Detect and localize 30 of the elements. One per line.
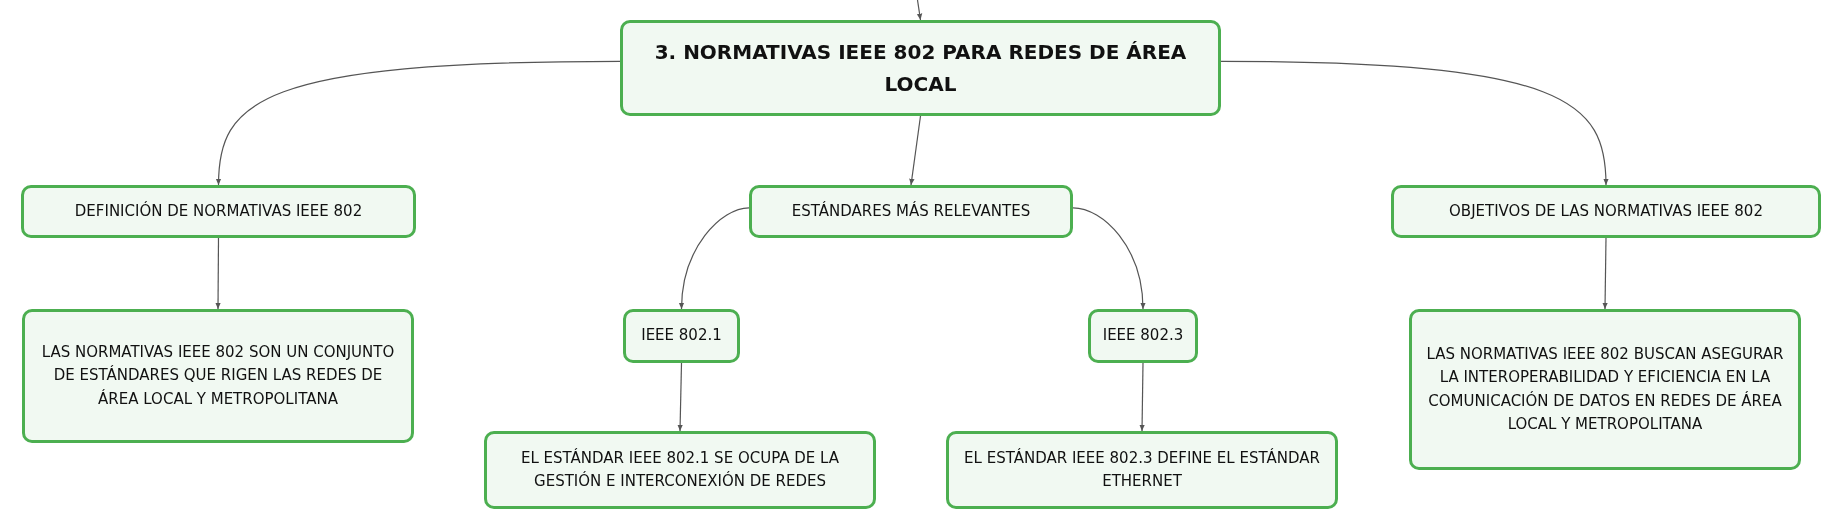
subtopic-box xyxy=(1391,185,1821,238)
connector-arrow xyxy=(1139,362,1145,432)
subtopic-box xyxy=(22,309,414,443)
connector-arrow xyxy=(1072,207,1146,310)
node-text: IEEE 802.1 xyxy=(641,325,722,347)
connector-arrow xyxy=(1602,237,1608,310)
subtopic-box xyxy=(623,309,740,363)
subtopic-box xyxy=(1088,309,1198,363)
node-text: IEEE 802.3 xyxy=(1102,325,1184,347)
connector-arrow xyxy=(916,0,923,21)
node-text: EL ESTÁNDAR IEEE 802.3 DEFINE EL ESTÁNDAR ETHERNET xyxy=(963,447,1321,492)
node-text: LAS NORMATIVAS IEEE 802 BUSCAN ASEGURAR LA INTEROPERABILIDAD Y EFICIENCIA EN LA COMUNICACIÓN DE DATOS EN REDES DE ÁREA LOCAL Y METROPOLITANA xyxy=(1425,344,1785,435)
node-text: EL ESTÁNDAR IEEE 802.1 SE OCUPA DE LA GESTIÓN E INTERCONEXIÓN DE REDES xyxy=(519,447,841,492)
subtopic-box xyxy=(484,431,876,509)
node-text: 3. NORMATIVAS IEEE 802 PARA REDES DE ÁREA LOCAL xyxy=(653,39,1188,98)
subtopic-box xyxy=(1409,309,1801,470)
connector-arrow xyxy=(909,115,922,186)
connector-arrow xyxy=(216,60,621,186)
subtopic-box xyxy=(21,185,416,238)
topic-box xyxy=(620,20,1221,116)
node-text: LAS NORMATIVAS IEEE 802 SON UN CONJUNTO DE ESTÁNDARES QUE RIGEN LAS REDES DE ÁREA LOCAL Y METROPOLITANA xyxy=(40,342,396,410)
connector-arrow xyxy=(679,207,750,310)
connector-arrow xyxy=(677,362,683,432)
connector-arrow xyxy=(215,237,221,310)
node-text: DEFINICIÓN DE NORMATIVAS IEEE 802 xyxy=(74,200,363,222)
connector-arrow xyxy=(1220,60,1609,186)
node-text: OBJETIVOS DE LAS NORMATIVAS IEEE 802 xyxy=(1449,200,1763,222)
node-text: ESTÁNDARES MÁS RELEVANTES xyxy=(791,200,1031,222)
subtopic-box xyxy=(749,185,1073,238)
subtopic-box xyxy=(946,431,1338,509)
